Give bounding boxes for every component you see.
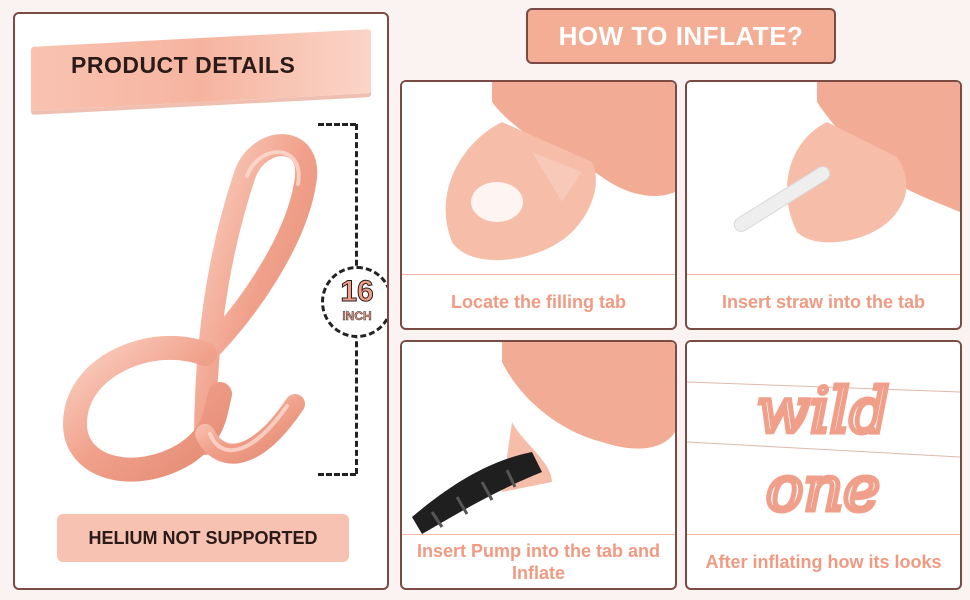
how-to-inflate-title: HOW TO INFLATE?	[526, 8, 836, 64]
letter-d-balloon-image	[62, 134, 318, 482]
step-caption: Locate the filling tab	[450, 291, 626, 312]
balloon-word-wild: wild	[757, 374, 889, 447]
dimension-tick-top	[318, 123, 356, 126]
size-unit: INCH	[342, 309, 372, 324]
filling-tab-image	[402, 82, 675, 274]
step-caption: Insert straw into the tab	[721, 291, 926, 312]
step-locate-tab: Locate the filling tab	[400, 80, 677, 330]
caption-divider	[402, 274, 675, 275]
helium-not-supported-badge: HELIUM NOT SUPPORTED	[57, 514, 349, 562]
caption-divider	[687, 274, 960, 275]
dimension-tick-bottom	[318, 473, 356, 476]
step-caption: Insert Pump into the tab and Inflate	[416, 540, 660, 583]
balloon-word-one: one	[766, 452, 880, 525]
product-details-panel: PRODUCT DETAILS 16 INCH HELIUM NOT SUPPO…	[13, 12, 389, 590]
wild-one-balloon-image: wild one	[687, 342, 960, 534]
step-caption: After inflating how its looks	[705, 551, 942, 572]
step-after-inflating: wild one After inflating how its looks	[685, 340, 962, 590]
size-value: 16	[340, 275, 374, 309]
step-insert-straw: Insert straw into the tab	[685, 80, 962, 330]
caption-divider	[687, 534, 960, 535]
product-details-title: PRODUCT DETAILS	[71, 52, 296, 78]
step-insert-pump: Insert Pump into the tab and Inflate	[400, 340, 677, 590]
caption-divider	[402, 534, 675, 535]
insert-pump-image	[402, 342, 675, 534]
size-badge: 16 INCH	[321, 266, 387, 338]
insert-straw-image	[687, 82, 960, 274]
